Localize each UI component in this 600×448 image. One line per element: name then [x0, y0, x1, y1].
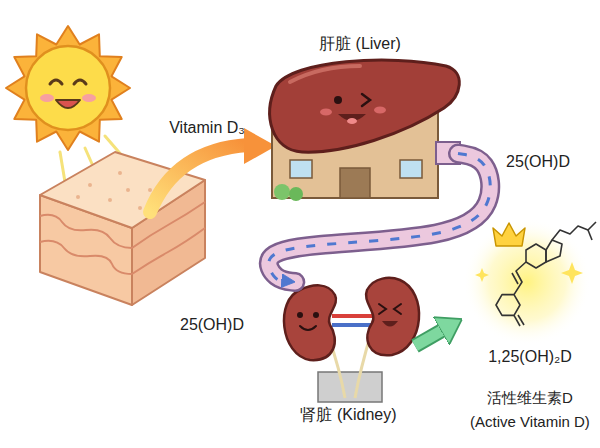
kidney-base [318, 372, 382, 402]
building-window [400, 160, 422, 178]
crown [493, 223, 525, 246]
sparkle [561, 262, 583, 284]
flow-label: Vitamin D₃ [169, 119, 245, 137]
kidney-left [284, 285, 336, 360]
skin-pore [126, 188, 130, 192]
sun-eye [50, 80, 62, 84]
kidney-eye [394, 304, 401, 314]
sun-cheek [40, 94, 54, 102]
compound-caption: 活性维生素D (Active Vitamin D) [466, 386, 594, 434]
sparkle [475, 268, 489, 282]
ring-a [496, 295, 520, 316]
edge-label: 25(OH)D [506, 153, 570, 171]
conversion-arrow [415, 331, 441, 346]
liver [270, 60, 460, 152]
kidney-eye [313, 312, 319, 318]
kidney-eye [379, 304, 386, 314]
kidney-right [366, 278, 419, 355]
arrow-shaft [415, 331, 441, 346]
side-chain [552, 222, 596, 240]
building-door [340, 168, 370, 198]
ring-c [526, 244, 546, 268]
active-vitamin-node: 1,25(OH)₂D 活性维生素D (Active Vitamin D) [462, 225, 598, 434]
active-molecule-art [463, 218, 596, 346]
liver-wink [362, 94, 370, 106]
skin-pore [76, 195, 80, 199]
organ-heading: 肾脏 (Kidney) [300, 405, 396, 424]
compound-name: 1,25(OH)₂D [488, 347, 572, 366]
kidney-mouth [382, 321, 398, 327]
vitamin-d3-arrow [150, 128, 276, 212]
tube-fill [269, 154, 490, 282]
molecule-glow [463, 218, 591, 346]
sun-cheek [82, 94, 96, 102]
sun-rays [6, 26, 130, 150]
sun-mouth [56, 100, 80, 108]
sun-face [26, 46, 110, 130]
liver-highlight [290, 66, 360, 82]
liver-cheek [374, 107, 386, 114]
skin-pore [118, 171, 122, 175]
kidney-node: 肾脏 (Kidney) [282, 282, 415, 424]
arrow-outline [415, 331, 441, 346]
sun-eye [74, 80, 86, 84]
tube-outline [269, 154, 490, 282]
skin-pore [148, 188, 152, 192]
skin-layer-line [132, 202, 205, 248]
connectors [269, 154, 490, 346]
skin-layer-line [40, 241, 132, 274]
liver-tongue [347, 118, 357, 124]
liver-eye [334, 96, 342, 104]
bush [274, 184, 290, 200]
building-window [290, 160, 312, 178]
bond [518, 315, 524, 325]
bond [588, 230, 592, 240]
artery [332, 314, 372, 318]
liver-node: 肝脏 (Liver) [262, 34, 458, 200]
vein [332, 323, 372, 327]
sun [6, 26, 130, 150]
kidney-eye [297, 312, 303, 318]
skin-pore [108, 198, 112, 202]
skin-layer-line [40, 215, 132, 248]
bond [512, 273, 518, 284]
skin-pore [88, 183, 92, 187]
liver-body [270, 60, 460, 152]
ring-d [546, 240, 562, 262]
liver-cheek [320, 109, 332, 116]
flow-direction [269, 154, 490, 281]
skin-pore [138, 206, 142, 210]
organ-heading: 肝脏 (Liver) [319, 34, 401, 53]
skin-layer-line [132, 228, 205, 274]
bush [289, 187, 303, 201]
arrow-shaft [150, 145, 248, 212]
kidneys [284, 278, 419, 402]
flow-label: 25(OH)D [180, 316, 244, 334]
bloodstream-tube [269, 154, 490, 282]
kidney-mouth [300, 326, 316, 330]
